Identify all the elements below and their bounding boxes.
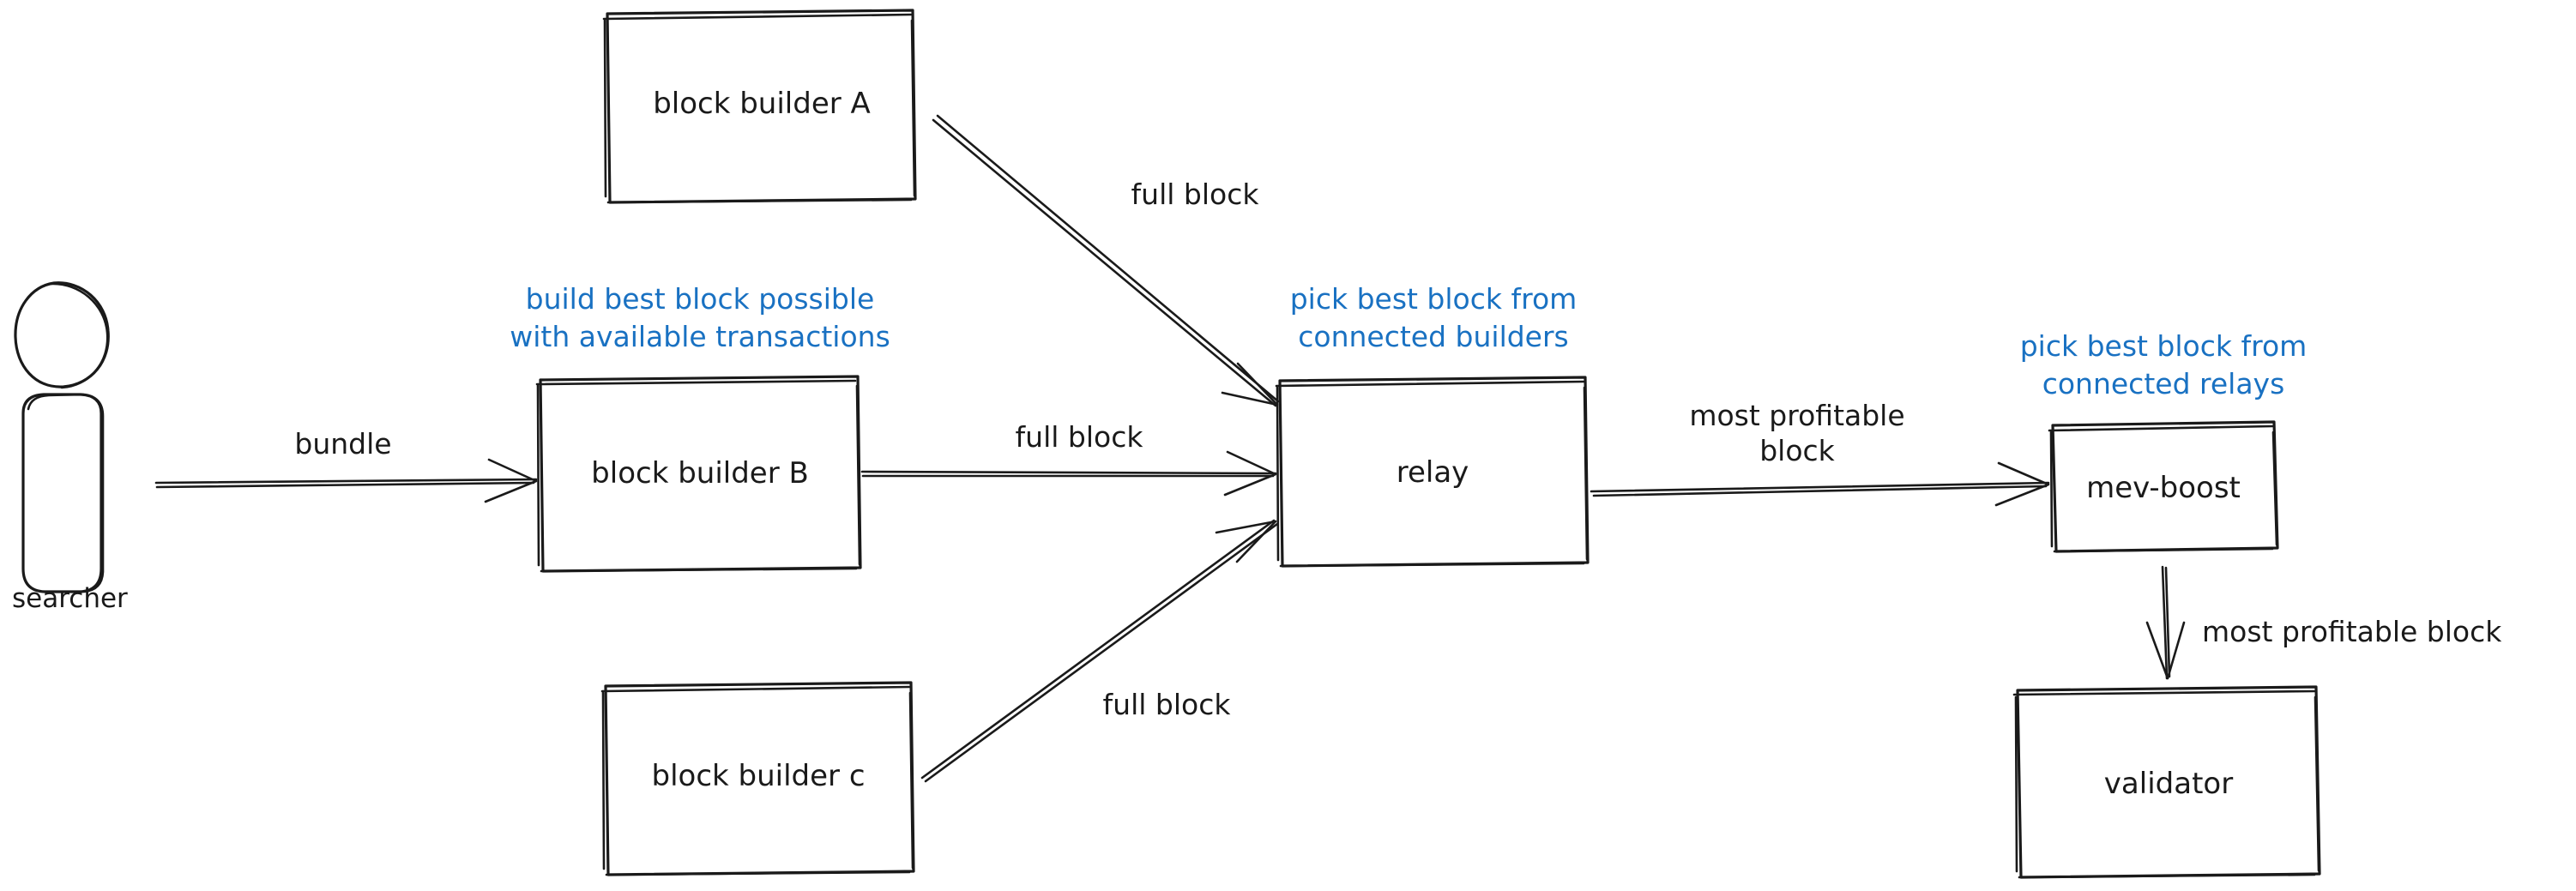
node-builder-c[interactable]: block builder c xyxy=(600,681,915,876)
node-validator[interactable]: validator xyxy=(2012,685,2321,879)
note-mev-boost: pick best block from connected relays xyxy=(2020,329,2308,400)
edge-relay-to-mev-boost: most profitable block xyxy=(1590,399,2050,507)
node-builder-a[interactable]: block builder A xyxy=(602,9,917,204)
note-mev-boost-line1: pick best block from xyxy=(2020,329,2308,363)
validator-label: validator xyxy=(2104,767,2233,801)
node-relay[interactable]: relay xyxy=(1275,376,1590,568)
builder-a-box-overstroke xyxy=(602,13,916,204)
edge-searcher-to-builder-b-arrowhead xyxy=(484,458,538,503)
relay-box xyxy=(1278,376,1590,568)
note-relay-line1: pick best block from xyxy=(1290,282,1578,316)
edge-builder-c-to-relay-line xyxy=(920,519,1276,780)
edge-relay-to-mev-boost-label-line1: most profitable xyxy=(1689,399,1904,432)
builder-c-label: block builder c xyxy=(651,759,865,793)
node-searcher[interactable]: searcher xyxy=(12,281,128,614)
note-builder-b-line2: with available transactions xyxy=(510,320,890,353)
searcher-label: searcher xyxy=(12,583,128,614)
edge-builder-a-to-relay: full block xyxy=(932,114,1280,407)
edge-mev-boost-to-validator-label: most profitable block xyxy=(2202,615,2502,648)
note-relay: pick best block from connected builders xyxy=(1290,282,1578,353)
builder-a-label: block builder A xyxy=(653,87,871,121)
edge-builder-a-to-relay-line-overstroke xyxy=(936,114,1280,403)
note-builder-b: build best block possible with available… xyxy=(510,282,890,353)
edge-mev-boost-to-validator-line-overstroke xyxy=(2164,566,2171,678)
edge-mev-boost-to-validator-arrowhead xyxy=(2145,621,2186,680)
edge-mev-boost-to-validator: most profitable block xyxy=(2145,565,2502,680)
node-builder-b[interactable]: block builder B xyxy=(535,375,862,573)
edge-builder-c-to-relay: full block xyxy=(920,519,1279,783)
edge-relay-to-mev-boost-label-line2: block xyxy=(1759,434,1835,467)
searcher-body-icon xyxy=(21,393,103,593)
builder-b-box-overstroke xyxy=(535,379,861,573)
edge-searcher-to-builder-b-line-overstroke xyxy=(155,481,535,489)
edge-relay-to-mev-boost-arrowhead xyxy=(1994,461,2050,507)
note-builder-b-line1: build best block possible xyxy=(526,282,875,316)
edge-relay-to-mev-boost-line xyxy=(1590,481,2050,493)
note-relay-line2: connected builders xyxy=(1298,320,1569,353)
builder-b-label: block builder B xyxy=(591,456,809,491)
validator-box-overstroke xyxy=(2012,689,2320,879)
edge-builder-b-to-relay: full block xyxy=(860,420,1277,497)
edge-builder-b-to-relay-line xyxy=(860,470,1277,475)
edge-builder-a-to-relay-arrowhead xyxy=(1221,362,1279,406)
edge-searcher-to-builder-b: bundle xyxy=(154,427,538,503)
edge-builder-b-to-relay-arrowhead xyxy=(1223,450,1277,497)
mev-boost-box xyxy=(2051,420,2279,553)
edge-searcher-to-builder-b-label: bundle xyxy=(294,427,391,461)
node-mev-boost[interactable]: mev-boost xyxy=(2048,420,2279,553)
builder-b-box xyxy=(539,375,862,573)
searcher-body-icon-overstroke xyxy=(27,393,105,593)
relay-label: relay xyxy=(1397,455,1469,490)
edge-builder-a-to-relay-line xyxy=(932,118,1277,407)
builder-c-box-overstroke xyxy=(600,685,914,876)
note-mev-boost-line2: connected relays xyxy=(2042,367,2285,400)
builder-c-box xyxy=(604,681,915,876)
validator-box xyxy=(2016,685,2321,879)
edge-searcher-to-builder-b-line xyxy=(154,478,538,485)
mev-boost-label: mev-boost xyxy=(2086,471,2241,505)
edge-builder-c-to-relay-label: full block xyxy=(1103,688,1232,721)
relay-box-overstroke xyxy=(1275,380,1589,568)
edge-builder-c-to-relay-arrowhead xyxy=(1215,520,1277,563)
edge-mev-boost-to-validator-line xyxy=(2161,565,2169,680)
searcher-head-icon-overstroke xyxy=(50,282,109,389)
mev-boost-box-overstroke xyxy=(2048,424,2278,553)
edge-builder-c-to-relay-line-overstroke xyxy=(924,522,1279,783)
builder-a-box xyxy=(606,9,917,204)
edge-builder-a-to-relay-label: full block xyxy=(1131,178,1260,211)
edge-builder-b-to-relay-label: full block xyxy=(1016,420,1144,454)
edge-relay-to-mev-boost-line-overstroke xyxy=(1592,485,2048,497)
